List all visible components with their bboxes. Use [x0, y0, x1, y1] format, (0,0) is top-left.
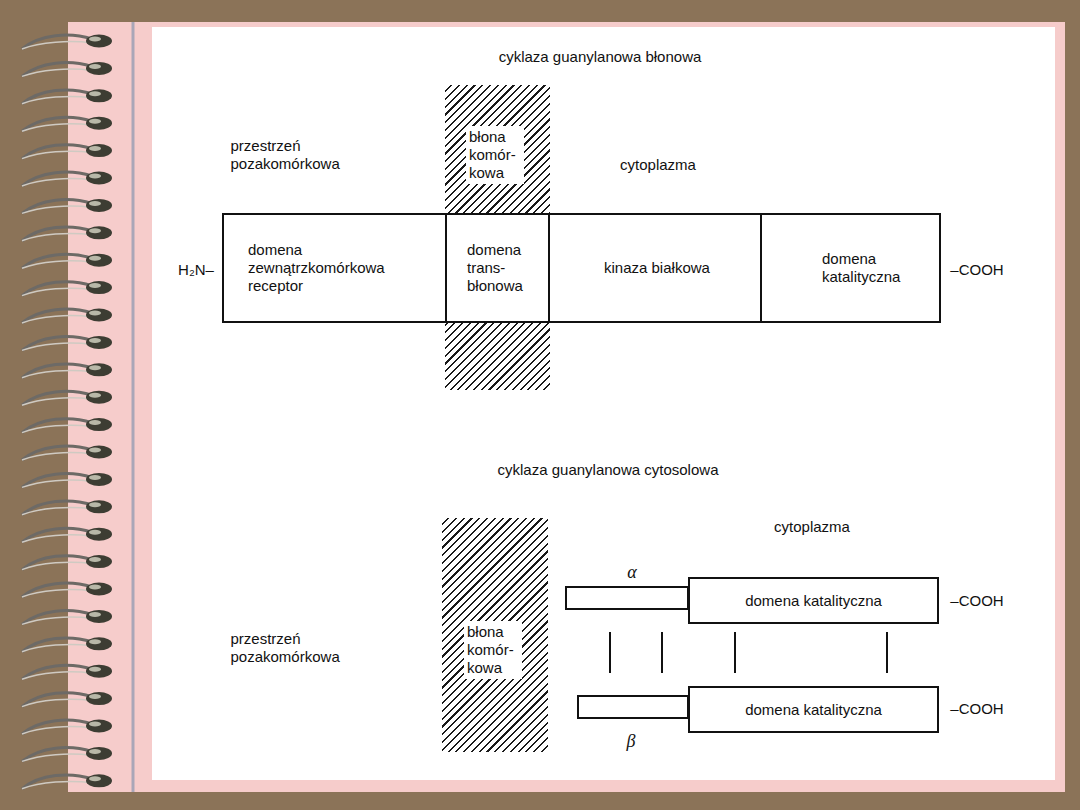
- protein-kinase-box: kinaza białkowa: [548, 213, 762, 323]
- spiral-ring: [22, 418, 112, 433]
- spiral-ring: [22, 199, 112, 214]
- spiral-ring: [22, 89, 112, 104]
- margin-line: [132, 22, 135, 792]
- spiral-ring: [22, 281, 112, 296]
- spiral-ring: [22, 226, 112, 241]
- alpha-n-terminal-bar: [566, 587, 688, 609]
- spiral-ring: [22, 336, 112, 351]
- region-label: przestrzeń pozakomórkowa: [231, 137, 366, 173]
- region-label: cytoplazma: [620, 156, 696, 174]
- subunit-label: β: [627, 731, 636, 753]
- domain-label: domena katalityczna: [745, 701, 882, 719]
- domain-label: kinaza białkowa: [604, 259, 710, 277]
- membrane-label: błona komór- kowa: [466, 126, 524, 184]
- cell-membrane-band: błona komór- kowa: [442, 518, 548, 752]
- terminus-label: H₂N–: [178, 261, 214, 279]
- domain-label: domena katalityczna: [745, 592, 882, 610]
- spiral-ring: [22, 254, 112, 269]
- beta-catalytic-domain-box: domena katalityczna: [688, 686, 939, 733]
- spiral-ring: [22, 309, 112, 324]
- domain-label: domena katalityczna: [822, 250, 922, 286]
- subunit-label: α: [627, 562, 636, 584]
- spiral-ring: [22, 172, 112, 187]
- transmembrane-domain-box: domena trans- błonowa: [445, 213, 550, 323]
- extracellular-domain-box: domena zewnątrzkomórkowa receptor: [222, 213, 447, 323]
- section-title: cyklaza guanylanowa cytosolowa: [498, 461, 719, 479]
- spiral-ring: [22, 692, 112, 707]
- region-label: cytoplazma: [774, 518, 850, 536]
- domain-label: domena trans- błonowa: [467, 241, 539, 295]
- spiral-ring: [22, 446, 112, 461]
- membrane-label: błona komór- kowa: [464, 621, 522, 679]
- spiral-ring: [22, 144, 112, 159]
- spiral-ring: [22, 500, 112, 515]
- spiral-binding: [22, 35, 112, 789]
- spiral-ring: [22, 473, 112, 488]
- spiral-ring: [22, 62, 112, 77]
- section-title: cyklaza guanylanowa błonowa: [499, 48, 702, 66]
- spiral-ring: [22, 117, 112, 132]
- spiral-ring: [22, 610, 112, 625]
- spiral-ring: [22, 774, 112, 789]
- spiral-ring: [22, 720, 112, 735]
- domain-label: domena zewnątrzkomórkowa receptor: [248, 241, 423, 295]
- beta-n-terminal-bar: [578, 696, 688, 718]
- spiral-ring: [22, 637, 112, 652]
- alpha-catalytic-domain-box: domena katalityczna: [688, 577, 939, 624]
- spiral-ring: [22, 528, 112, 543]
- interaction-ticks: [610, 632, 887, 673]
- notebook-page: [68, 22, 1065, 792]
- terminus-label: –COOH: [950, 592, 1003, 610]
- catalytic-domain-box: domena katalityczna: [760, 213, 941, 323]
- spiral-ring: [22, 747, 112, 762]
- white-panel: [152, 27, 1055, 780]
- terminus-label: –COOH: [950, 261, 1003, 279]
- spiral-ring: [22, 583, 112, 598]
- spiral-ring: [22, 35, 112, 50]
- spiral-ring: [22, 391, 112, 406]
- spiral-ring: [22, 363, 112, 378]
- spiral-ring: [22, 665, 112, 680]
- region-label: przestrzeń pozakomórkowa: [231, 630, 366, 666]
- spiral-ring: [22, 555, 112, 570]
- terminus-label: –COOH: [950, 700, 1003, 718]
